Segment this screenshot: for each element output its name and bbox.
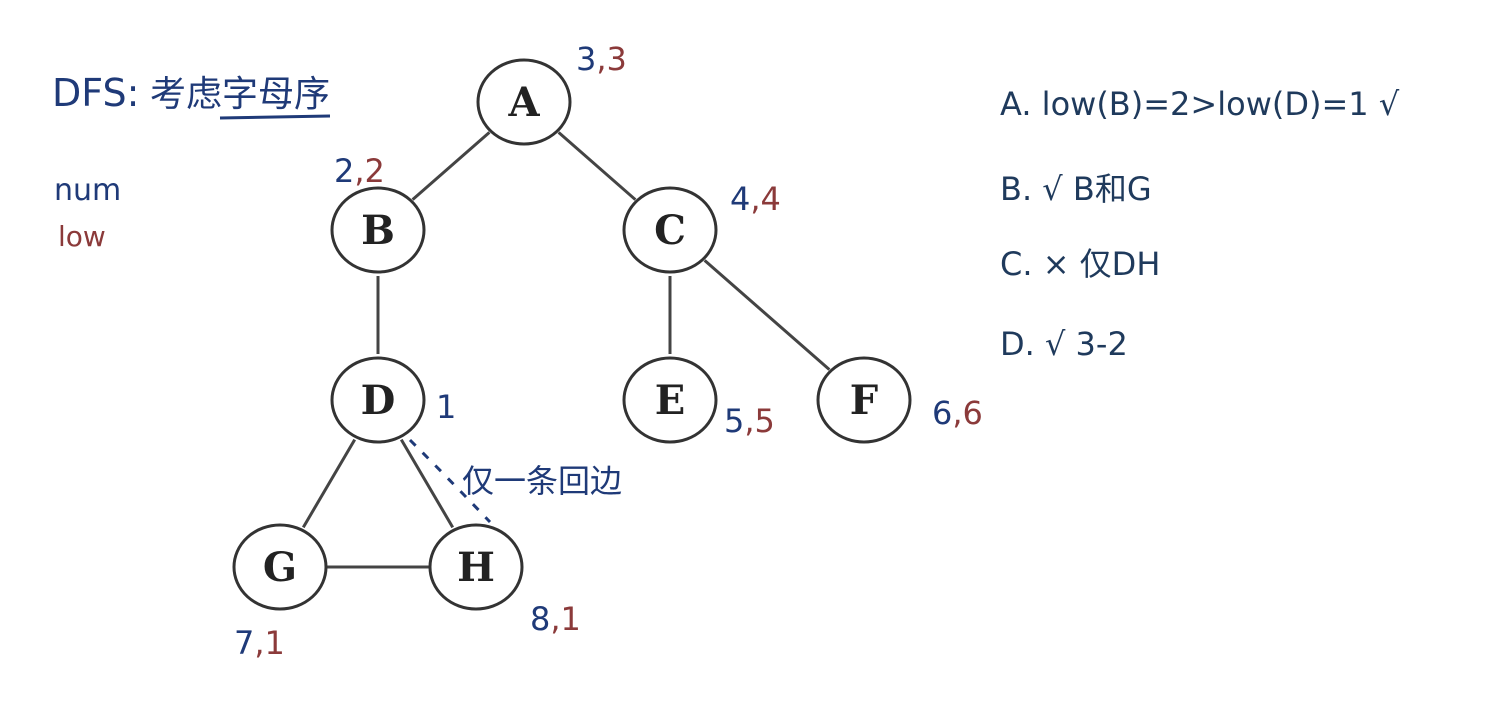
node-label: G xyxy=(263,544,297,591)
edge-C-F xyxy=(703,259,831,371)
node-circle xyxy=(428,523,524,611)
num-value: 6 xyxy=(932,394,952,432)
edge-A-B xyxy=(411,131,491,201)
graph-edges xyxy=(301,131,831,569)
node-circle xyxy=(232,523,328,611)
node-annotation-A: 3,3 xyxy=(576,40,627,78)
answer-d: D. √ 3-2 xyxy=(1000,325,1128,363)
low-value: ,5 xyxy=(744,402,775,440)
node-A: A xyxy=(476,58,572,146)
num-value: 5 xyxy=(724,402,744,440)
edge-A-C xyxy=(557,131,637,201)
node-label: D xyxy=(361,377,396,424)
answer-b: B. √ B和G xyxy=(1000,170,1152,208)
node-circle xyxy=(622,356,718,444)
node-label: A xyxy=(507,79,540,126)
dfs-label: DFS: xyxy=(52,71,139,115)
dfs-note: 考虑字母序 xyxy=(150,74,330,115)
answer-a: A. low(B)=2>low(D)=1 √ xyxy=(1000,85,1400,123)
node-E: E xyxy=(622,356,718,444)
legend-num: num xyxy=(54,173,121,208)
node-D: D xyxy=(330,356,426,444)
node-circle xyxy=(330,356,426,444)
num-value: 8 xyxy=(530,600,550,638)
node-F: F xyxy=(816,356,912,444)
node-annotation-D: 1 xyxy=(436,388,456,426)
node-annotation-F: 6,6 xyxy=(932,394,983,432)
node-H: H xyxy=(428,523,524,611)
legend-low: low xyxy=(58,220,106,253)
node-B: B xyxy=(330,186,426,274)
node-annotation-B: 2,2 xyxy=(334,152,385,190)
low-value: ,4 xyxy=(750,180,781,218)
dfs-note-underline xyxy=(219,114,331,120)
num-value: 7 xyxy=(234,624,254,662)
num-value: 4 xyxy=(730,180,750,218)
node-label: H xyxy=(457,544,495,591)
node-circle xyxy=(622,186,718,274)
low-value: ,1 xyxy=(550,600,581,638)
node-annotation-H: 8,1 xyxy=(530,600,581,638)
node-circle xyxy=(330,186,426,274)
low-value: ,2 xyxy=(354,152,385,190)
low-value: ,6 xyxy=(952,394,983,432)
low-value: ,3 xyxy=(596,40,627,78)
node-annotation-E: 5,5 xyxy=(724,402,775,440)
edge-D-H xyxy=(399,438,455,529)
node-circle xyxy=(816,356,912,444)
num-value: 2 xyxy=(334,152,354,190)
node-label: F xyxy=(850,377,878,424)
back-edge-note: 仅一条回边 xyxy=(462,462,622,500)
edge-D-G xyxy=(301,438,357,529)
low-value: ,1 xyxy=(254,624,285,662)
node-annotation-G: 7,1 xyxy=(234,624,285,662)
node-label: C xyxy=(654,207,686,254)
node-label: E xyxy=(655,377,686,424)
node-C: C xyxy=(622,186,718,274)
num-value: 1 xyxy=(436,388,456,426)
back-edge-dashed xyxy=(408,438,492,524)
node-label: B xyxy=(361,207,395,254)
node-G: G xyxy=(232,523,328,611)
node-annotation-C: 4,4 xyxy=(730,180,781,218)
num-value: 3 xyxy=(576,40,596,78)
node-circle xyxy=(476,58,572,146)
graph-nodes: A B C D E F G H xyxy=(232,58,912,611)
answer-c: C. × 仅DH xyxy=(1000,245,1160,283)
